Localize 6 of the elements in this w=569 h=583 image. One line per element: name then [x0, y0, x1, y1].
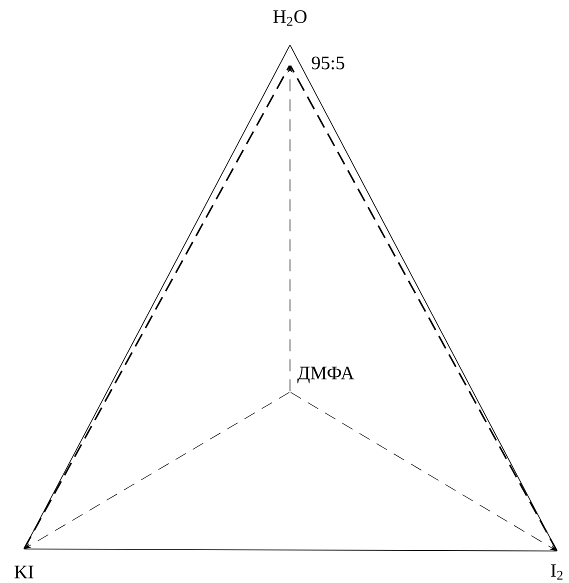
point-label: 95:5 — [312, 56, 344, 70]
line — [24, 548, 558, 552]
point-label: ДМФА — [297, 366, 354, 384]
point-label: H$_{2}$O — [273, 10, 306, 26]
point-label: KI — [14, 566, 34, 578]
point-label: I$_{2}$ — [550, 564, 562, 580]
